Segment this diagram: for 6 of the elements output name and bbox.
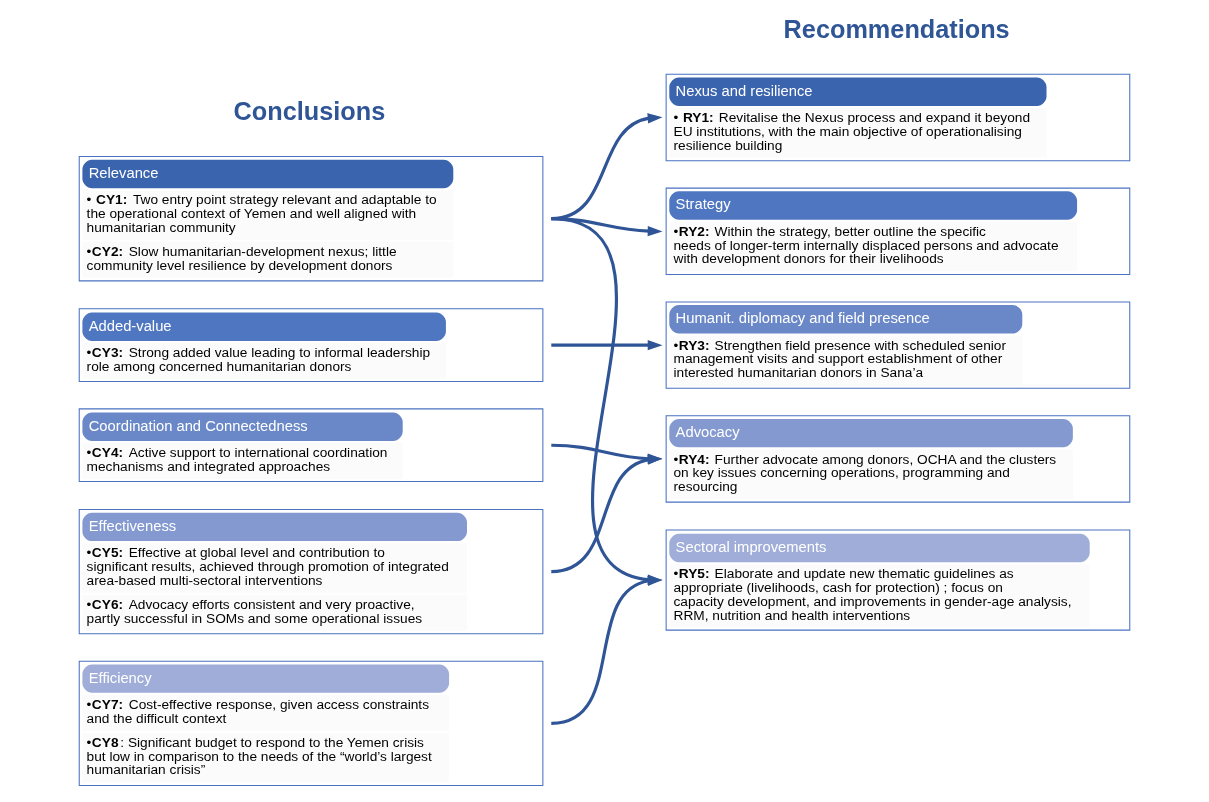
label: Conclusions	[233, 96, 386, 125]
node-box: Advocacy •RY4: Further advocate among donors, OCHA and the clusters on key issues concerning operations, programming and resourcing	[665, 414, 1131, 503]
node-box: Sectoral improvements •RY5: Elaborate and update new thematic guidelines as appropriate (livelihoods, cash for protection) ; focus on capacity development, and improvements in gender-age analysis, RRM, nutrition and health interventions	[665, 529, 1131, 631]
arrow	[551, 339, 663, 350]
label: Recommendations	[783, 14, 1010, 43]
node-box: Humanit. diplomacy and field presence •RY3: Strengthen field presence with scheduled senior management visits and support establishment of other interested humanitarian donors in Sana’a	[665, 300, 1131, 389]
